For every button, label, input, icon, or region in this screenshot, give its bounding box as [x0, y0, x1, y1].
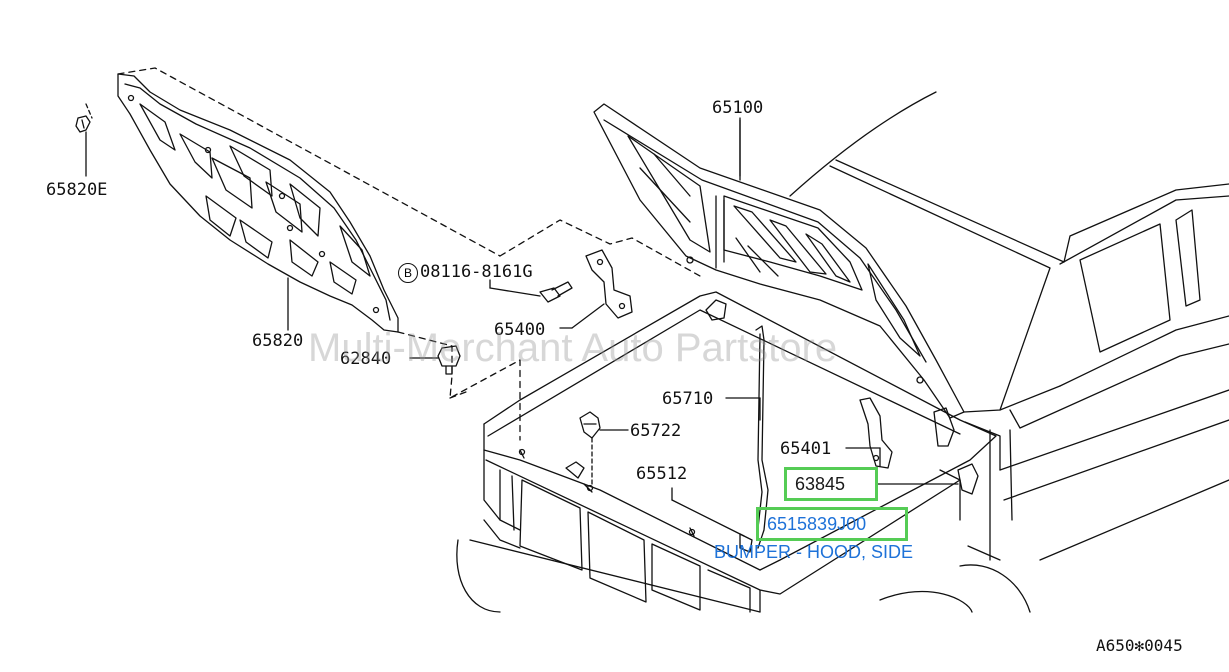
side-bumper-63845-drawing [877, 463, 979, 495]
clip-65722-drawing [579, 411, 629, 485]
label-65710: 65710 [662, 389, 714, 409]
selected-part-highlight[interactable]: 6515839J00 [756, 507, 908, 541]
hood-insulator-drawing [117, 73, 399, 333]
hinge-65401-drawing [845, 397, 955, 469]
part-63845-highlight[interactable]: 63845 [784, 467, 878, 501]
label-65820e: 65820E [46, 180, 108, 200]
hood-stay-drawing [725, 325, 769, 549]
clip-65820e-drawing [75, 103, 93, 177]
figure-code: A650✻0045 [1096, 636, 1183, 655]
hood-panel-drawing [593, 103, 965, 419]
part-63845-label: 63845 [795, 474, 846, 494]
selected-part-description: BUMPER - HOOD, SIDE [714, 542, 914, 562]
bolt-marker-icon: B [398, 263, 418, 283]
bolt-drawing [489, 279, 573, 303]
engine-bay-drawing [456, 291, 1001, 613]
label-08116: 08116-8161G [420, 262, 533, 282]
label-62840: 62840 [340, 349, 392, 369]
label-65820: 65820 [252, 331, 304, 351]
bumper-62840-drawing [409, 345, 461, 375]
label-65401: 65401 [780, 439, 832, 459]
watermark: Multi-Merchant Auto Partstore [308, 326, 838, 370]
hinge-65400-drawing [559, 249, 633, 329]
label-65722: 65722 [630, 421, 682, 441]
selected-part-number: 6515839J00 [767, 514, 867, 534]
vehicle-body-drawing [789, 91, 1229, 613]
label-65100: 65100 [712, 98, 764, 118]
label-65400: 65400 [494, 320, 546, 340]
label-65512: 65512 [636, 464, 688, 484]
